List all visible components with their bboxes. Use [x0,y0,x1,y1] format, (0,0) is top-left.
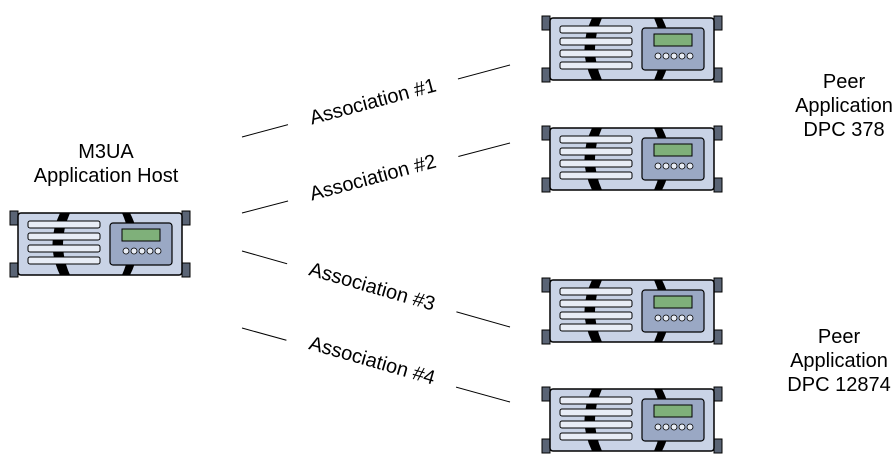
peer-1-label-line-2: Application [795,95,893,117]
host-label-line-2: Application Host [33,165,179,187]
m3ua-host-server-icon [9,210,191,278]
peer-2-label-line-1: Peer [817,326,861,348]
host-label: M3UA Application Host [0,140,212,188]
peer-dpc-12874-server-2-icon [541,386,723,454]
peer-1-label: Peer Application DPC 378 [792,70,896,142]
peer-dpc-378-server-1-icon [541,15,723,83]
peer-2-label-line-3: DPC 12874 [787,374,891,396]
association-1-label: Association #1 [307,75,438,130]
peer-1-label-line-3: DPC 378 [803,119,885,141]
association-1-label-group: Association #1 [284,65,461,135]
association-2-label: Association #2 [307,151,438,206]
association-2-label-group: Association #2 [284,141,461,211]
association-3-label-group: Association #3 [284,249,461,321]
peer-2-label: Peer Application DPC 12874 [782,325,896,397]
peer-dpc-378-server-2-icon [541,125,723,193]
host-label-line-1: M3UA [78,141,134,163]
association-4-label-group: Association #4 [284,323,461,395]
peer-dpc-12874-server-1-icon [541,277,723,345]
peer-2-label-line-2: Application [790,350,888,372]
peer-1-label-line-1: Peer [822,71,866,93]
